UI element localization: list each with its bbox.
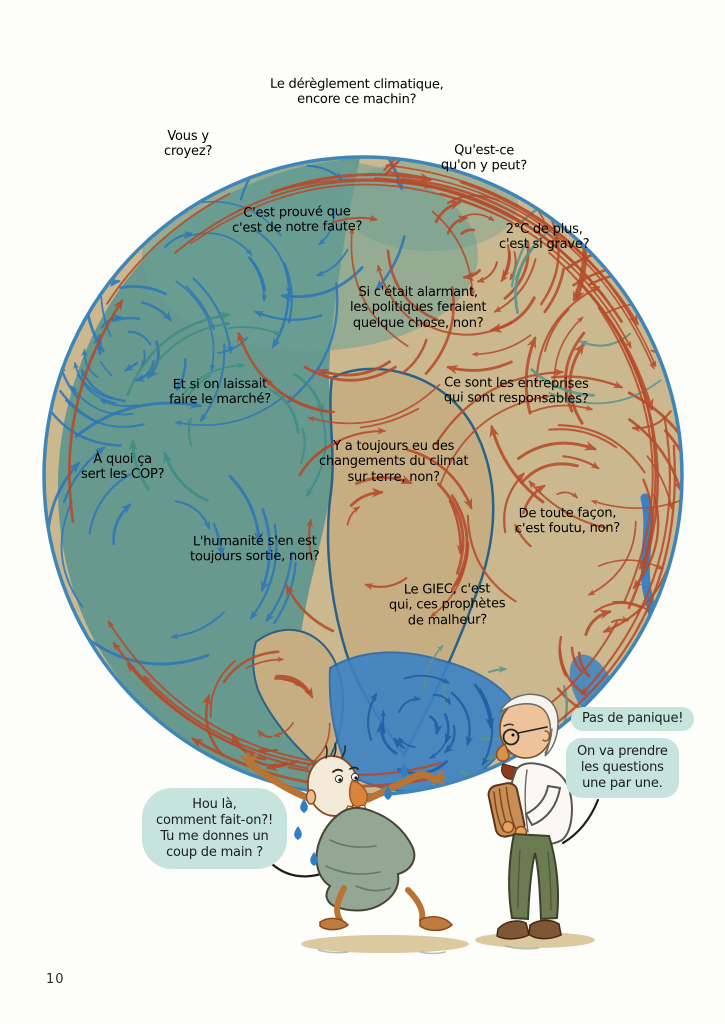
notebook [487,782,526,838]
guide-speech-bubble-plan: On va prendre les questions une par une. [566,738,679,798]
scientist-trousers [508,832,559,921]
atlas-speech-bubble: Hou là, comment fait-on?! Tu me donnes u… [142,788,287,870]
scientist-nose [495,743,510,762]
scientist-glasses [502,728,520,746]
question-box-2degrees: 2°C de plus, c'est si grave? [499,222,590,253]
guide-bubble-tail [561,798,600,845]
guide-speech-bubble-intro: Pas de panique! [571,707,695,731]
question-box-climate: Le dérèglement climatique, encore ce mac… [270,76,444,108]
scientist-hair [497,693,559,757]
question-box-cop: À quoi ça sert les COP? [81,452,165,483]
scientist-character [487,693,573,940]
question-box-market: Et si on laissait faire le marché? [169,376,272,408]
question-box-believe: Vous y croyez? [164,129,213,160]
question-box-giec: Le GIEC, c'est qui, ces prophètes de mal… [388,581,506,629]
ocean-north [142,159,478,351]
atlas-character [240,743,454,932]
question-box-climate-always-changed: Y a toujours eu des changements du clima… [319,439,469,485]
scientist-arm [524,784,562,827]
question-box-humanity: L'humanité s'en est toujours sortie, non… [190,533,320,565]
question-box-our-fault: C'est prouvé que c'est de notre faute? [232,204,363,237]
scientist-shoes [496,920,530,940]
question-box-companies: Ce sont les entreprises qui sont respons… [443,375,589,408]
page-number: 10 [46,972,65,987]
sweat-drops [294,764,408,866]
question-box-what-can-we: Qu'est-ce qu'on y peut? [440,142,528,174]
question-box-politicians: Si c'était alarmant, les politiques fera… [350,285,487,331]
atlas-toga [315,806,416,912]
question-box-doomed: De toute façon, c'est foutu, non? [515,505,621,537]
